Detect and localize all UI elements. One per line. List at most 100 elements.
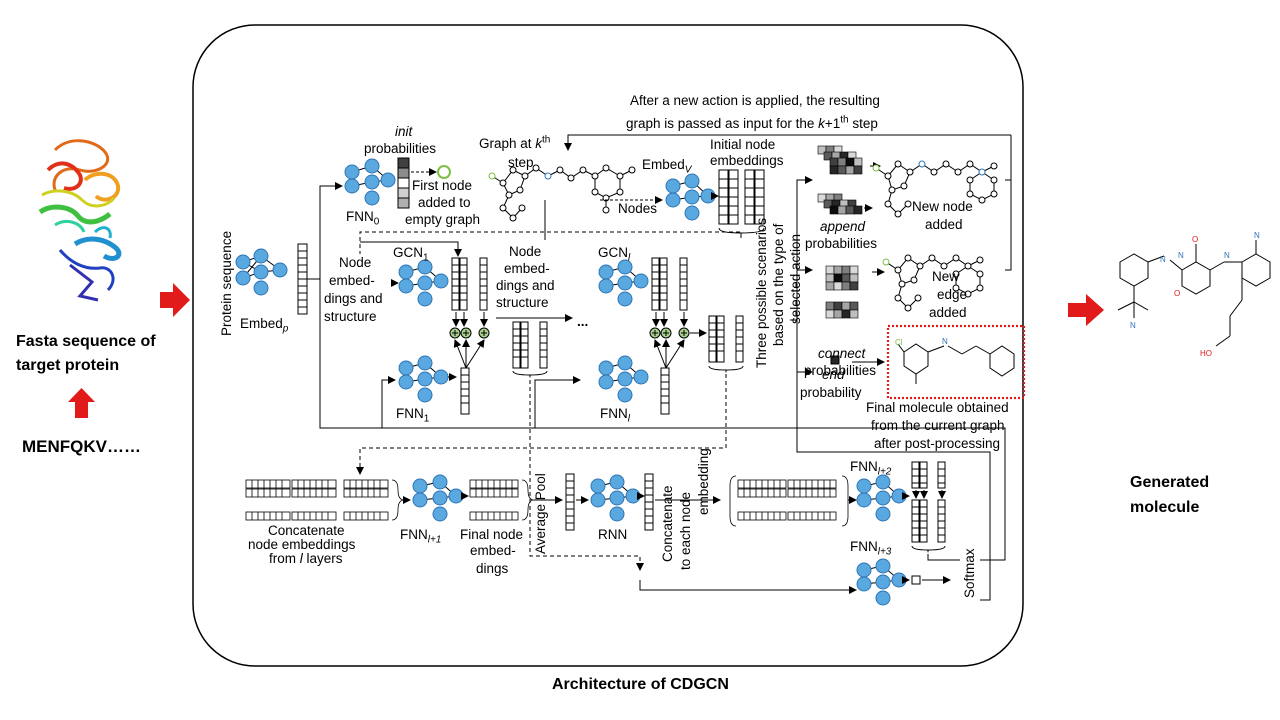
average-pool-label: Average Pool [533,473,548,554]
top-note-line2: graph is passed as input for the k+1th s… [626,114,878,131]
fnn-l2-network [856,474,907,522]
final-molecule-line1: Final molecule obtained [866,400,1009,415]
embed-v-label: EmbedV [642,157,691,175]
concat-each-line3: embedding [696,448,711,515]
embed-v-text: Embed [642,157,685,172]
feedback-loop [564,134,1011,151]
final-molecule-line2: from the current graph [871,418,1005,433]
fnn-l3-sub: l+3 [877,546,892,558]
concat-layers-l: l [299,551,303,566]
final-molecule-line3: after post-processing [874,436,1001,451]
gcnl-plus-row [649,312,707,369]
gcnl-label: GCNl [598,245,630,263]
fnn-l1-network [412,474,464,522]
svg-text:N: N [1224,251,1230,260]
first-node-line2: added to [418,195,471,210]
layers-ellipsis: ... [577,314,589,329]
gcn1-sub: 1 [423,252,429,264]
graph-at-text: Graph at [479,136,536,151]
gcnl-network [598,259,649,307]
fnn1-network [398,355,449,403]
three-scenarios-line3: selected action [788,233,803,324]
concat-node-matrix [729,475,849,527]
fnn-l1-text: FNN [400,527,428,542]
new-node-graph [872,160,998,218]
fnnl-label: FNNl [600,406,630,424]
fnn-l1-sub: l+1 [427,534,442,546]
fnn1-label: FNN1 [396,406,429,424]
embed-p-network [235,248,288,296]
scenario-branches [790,176,991,601]
fnn1-text: FNN [396,406,424,421]
nodes-label: Nodes [618,201,658,216]
final-molecule-box [886,324,1026,400]
concat-layers-line3: from l layers [269,551,343,566]
end-label: end [822,367,845,382]
rnn-network [590,474,641,522]
initial-node-emb-line2: embeddings [710,153,784,168]
svg-text:N: N [1160,255,1166,264]
output-arrow [1068,294,1104,326]
gcn1-text: GCN [393,245,423,260]
concat-each-line2: to each node [678,491,693,570]
init-label: init [395,124,413,139]
svg-text:N: N [942,337,948,346]
concat-layers-layers: layers [302,551,343,566]
rnn-label: RNN [598,527,628,542]
concat-each-line1: Concatenate [660,485,675,562]
fnn-l2-text: FNN [850,459,878,474]
fnn-l3-label: FNNl+3 [850,539,891,557]
append-probabilities-label: probabilities [805,236,878,251]
fnn-l2-output-matrix [911,461,946,553]
new-edge-line2: edge [937,287,968,302]
init-probabilities-label: probabilities [364,141,437,156]
three-scenarios-line2: based on the type of [771,223,786,346]
embed-v-sub: V [684,164,692,176]
final-node-line1: Final node [460,527,524,542]
end-scalar-box [911,575,921,585]
architecture-frame [192,24,1024,667]
gcn1-output-matrix [451,257,488,311]
mid-structure-matrix [512,321,548,378]
fnn-l3-network [856,558,907,606]
concat-layers-matrix [245,479,405,521]
graph-step-label: step [508,155,534,170]
node-emb-mid-line4: structure [496,295,549,310]
init-probabilities-bar [397,157,410,209]
svg-text:N: N [1130,321,1136,330]
gcn1-label: GCN1 [393,245,429,263]
protein-sequence-label: Protein sequence [219,230,234,336]
right-caption-line2: molecule [1130,499,1200,516]
node-emb-left-line1: Node [339,255,372,270]
protein-vector [297,243,308,315]
graph-k-nodes [488,164,636,222]
input-arrow [160,283,190,317]
new-node-line2: added [925,217,963,232]
connect-label: connect [818,346,866,361]
svg-text:HO: HO [1200,349,1212,358]
protein-routing [307,182,1006,561]
node-emb-left-line2: embed- [329,273,375,288]
fnn-l2-label: FNNl+2 [850,459,891,477]
first-node-line1: First node [412,178,473,193]
first-node-line3: empty graph [405,212,481,227]
top-note-text-b: +1 [824,116,841,131]
svg-text:N: N [1178,251,1184,260]
embed-p-label: Embedp [240,316,288,334]
top-note-th: th [840,114,849,126]
fnnl-text: FNN [600,406,628,421]
embed-v-network [665,173,716,221]
new-edge-line3: added [929,305,967,320]
protein-sequence-text: MENFQKV…… [22,437,141,456]
right-caption-line1: Generated [1130,474,1210,491]
initial-node-emb-line1: Initial node [710,137,776,152]
node-emb-mid-line2: embed- [504,261,550,276]
fnn-l3-text: FNN [850,539,878,554]
fnn-l1-label: FNNl+1 [400,527,441,545]
fnn0-sub: 0 [373,216,380,228]
embed-p-sub: p [282,323,289,335]
concat-layers-line1: Concatenate [268,523,345,538]
new-edge-graph [882,254,984,312]
softmax-label: Softmax [962,548,977,598]
end-probability-label: probability [800,385,862,400]
